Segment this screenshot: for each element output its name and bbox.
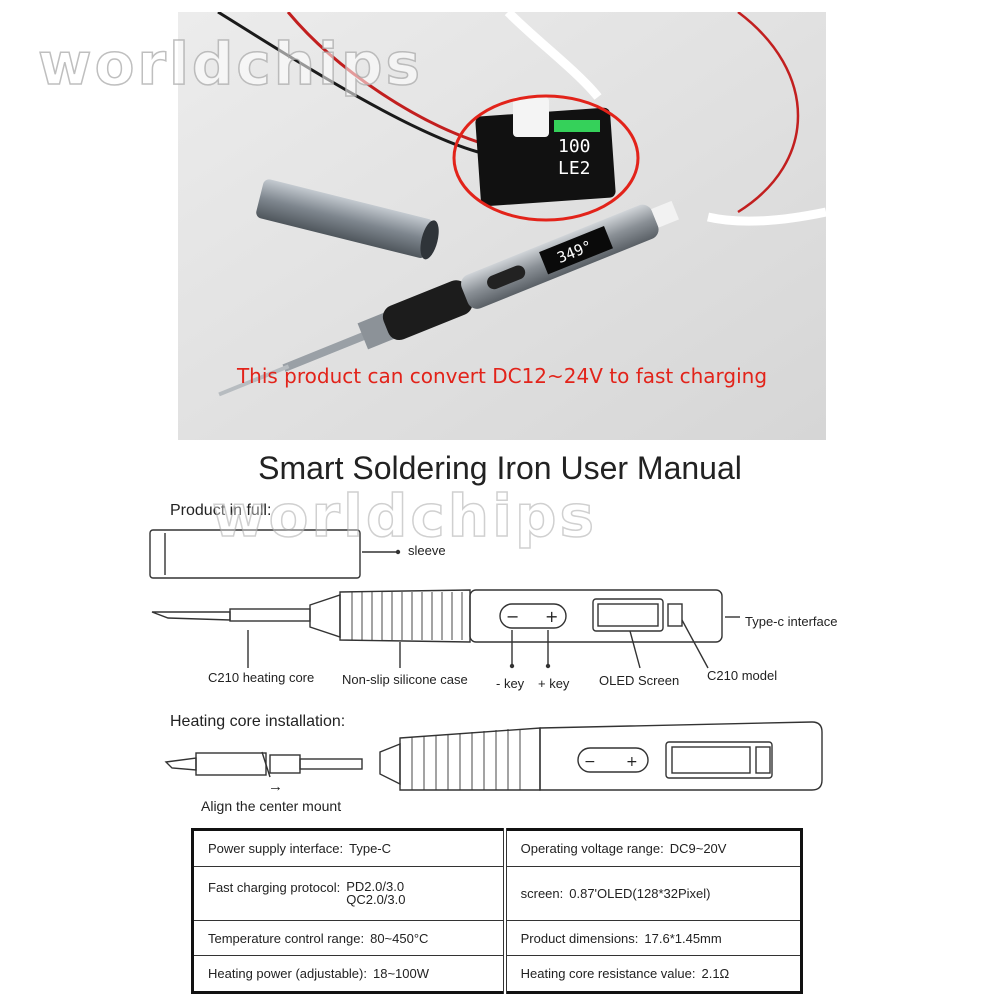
spec-power-interface: Power supply interface:Type-C [191,829,506,867]
product-photo: 100 LE2 349° This product can convert DC… [178,12,826,440]
specs-table: Power supply interface:Type-C Operating … [191,828,803,994]
label-align-center: Align the center mount [201,798,342,814]
minus-key-symbol: − [506,607,519,626]
watermark-middle: worldchips [211,481,598,551]
oled-screen-drawing [592,598,664,632]
usb-cable-2 [706,207,826,226]
label-minus-key: - key [496,676,525,691]
specs-row: Heating power (adjustable):18~100W Heati… [191,955,802,993]
align-arrow: → [268,778,283,795]
highlight-circle [452,94,640,222]
photo-iron: 349° [218,200,679,397]
key-button-drawing [499,603,567,629]
sleeve-drawing [149,529,361,579]
spec-core-resistance: Heating core resistance value:2.1Ω [502,955,802,993]
converter-module [475,107,616,207]
watermark-top: worldchips [37,29,424,99]
manual-title: Smart Soldering Iron User Manual [258,450,742,486]
specs-row: Power supply interface:Type-C Operating … [191,829,802,867]
label-oled-screen: OLED Screen [599,673,680,688]
black-wire [217,12,479,154]
install-section-heading: Heating core installation: [170,713,346,730]
install-minus-symbol: − [584,754,596,770]
heating-core-drawing [164,751,363,778]
iron-drawing-install [379,721,823,791]
photo-caption: This product can convert DC12~24V to fas… [236,364,768,388]
spec-dimensions: Product dimensions:17.6*1.45mm [502,920,802,957]
photo-sleeve [256,179,439,260]
label-model: C210 model [707,668,778,683]
label-heating-core: C210 heating core [208,670,315,685]
label-type-c: Type-c interface [745,614,838,629]
usb-plug [513,97,549,137]
plus-key-symbol: + [545,607,558,626]
red-wire-2 [737,12,800,214]
product-photo-illustration: 100 LE2 349° [178,12,826,440]
battery-bar [554,120,600,132]
label-plus-key: + key [538,676,570,691]
specs-row: Temperature control range:80~450°C Produ… [191,920,802,957]
spec-heating-power: Heating power (adjustable):18~100W [191,955,506,993]
spec-temperature-range: Temperature control range:80~450°C [191,920,506,957]
spec-screen: screen:0.87'OLED(128*32Pixel) [502,865,802,922]
red-wire [286,12,479,144]
label-sleeve: sleeve [408,543,446,558]
module-display-line-1: 100 [558,136,591,157]
label-silicone-case: Non-slip silicone case [342,672,468,687]
product-section-heading: Product in full: [170,502,272,519]
module-display-line-2: LE2 [558,158,591,179]
iron-drawing-full [151,589,740,669]
spec-operating-voltage: Operating voltage range:DC9~20V [502,829,802,867]
install-plus-symbol: + [626,754,638,770]
usb-cable [504,12,602,100]
